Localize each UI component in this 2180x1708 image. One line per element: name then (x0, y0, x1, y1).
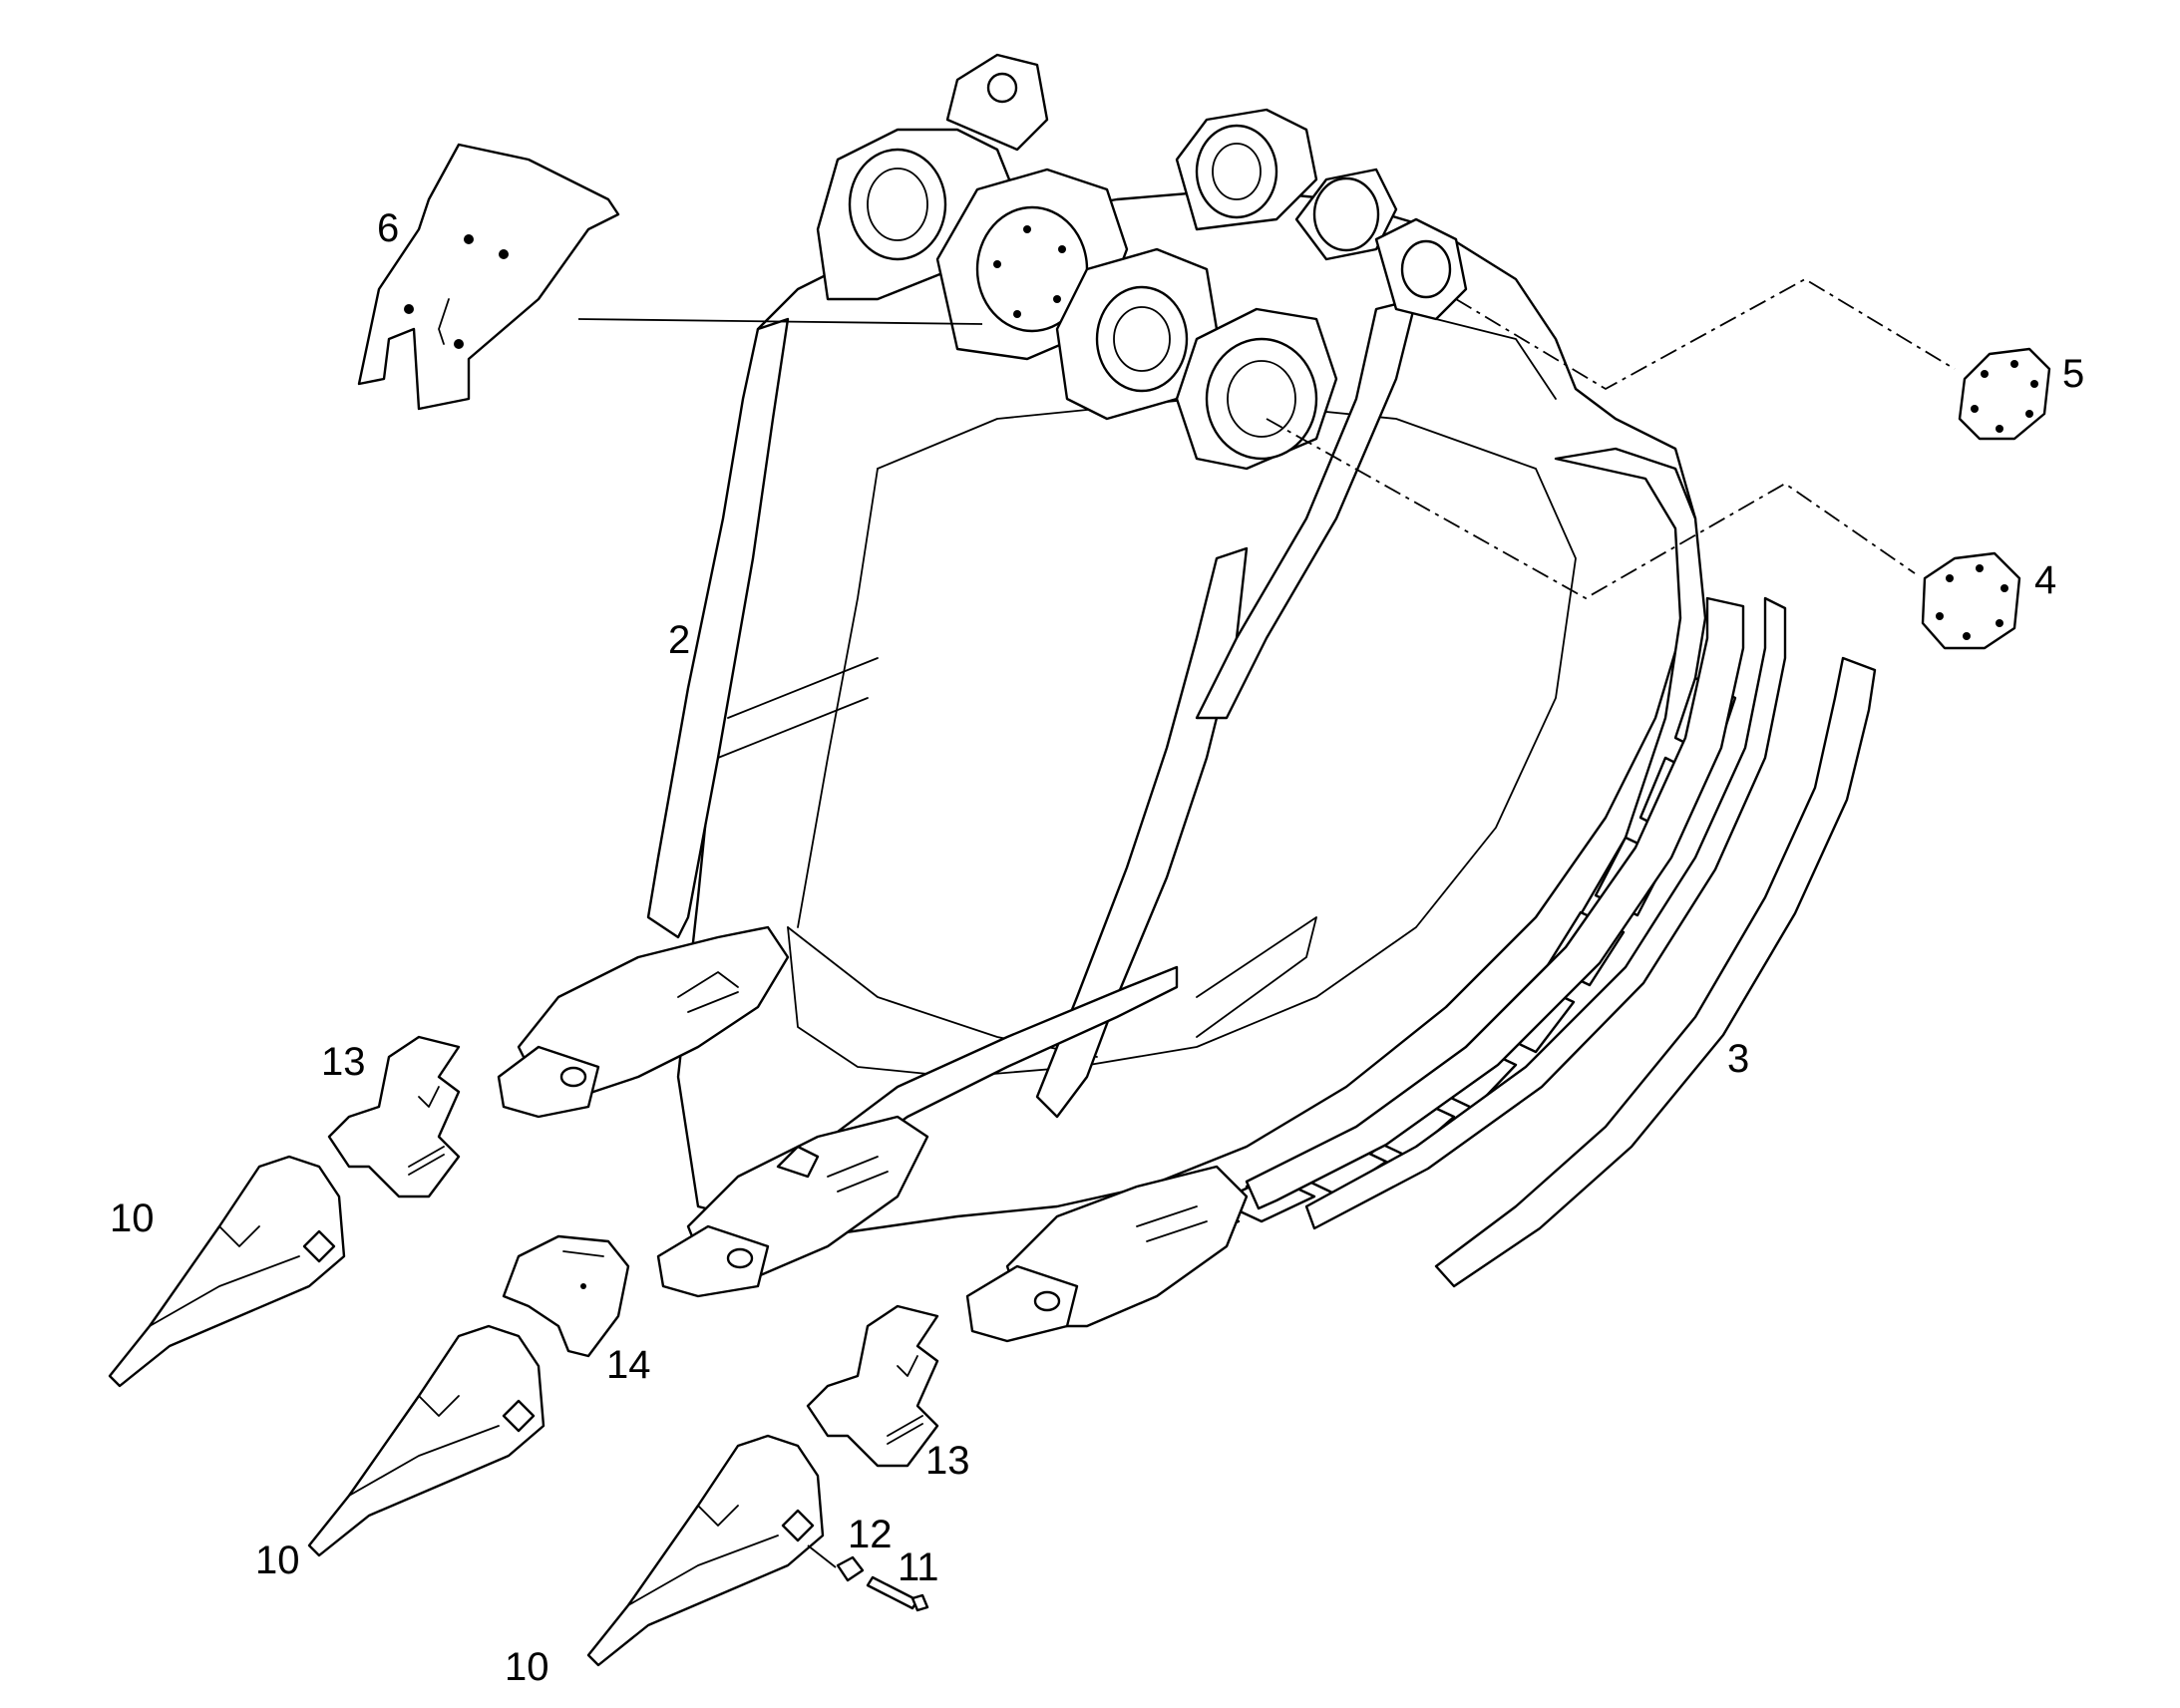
pin-cover-5 (1958, 347, 2051, 441)
part-6-side-plate (357, 143, 620, 411)
bushing-rear-right (1312, 176, 1380, 252)
callout-6: 6 (377, 206, 399, 250)
bushing-front-left (1095, 285, 1189, 393)
side-plate-outline (357, 143, 620, 411)
callout-10c: 10 (505, 1645, 549, 1689)
wear-strip-inner (1304, 596, 1787, 1230)
bucket-cross-brace-left-2 (717, 697, 869, 759)
tooth-adapters (497, 925, 1249, 1343)
callout-2: 2 (668, 618, 690, 662)
adapter-center-nose (656, 1224, 770, 1298)
wear-strip-outer (1434, 656, 1877, 1288)
bucket-assembly (646, 53, 1745, 1243)
bucket-right-side-strap (1195, 297, 1418, 720)
leader-4 (1266, 418, 1916, 600)
part-4-pin-cover (1921, 551, 2021, 650)
part-13-retainer-a (327, 1035, 461, 1198)
bushing-front-right (1205, 337, 1318, 461)
callout-5: 5 (2062, 352, 2084, 396)
cutting-edge-base (1245, 596, 1745, 1210)
callout-labels: 6 5 4 2 3 13 10 14 13 10 12 11 10 (110, 206, 2084, 1689)
callout-10a: 10 (110, 1196, 155, 1240)
leader-6 (577, 318, 983, 325)
callout-13b: 13 (925, 1439, 970, 1483)
ear-top-lug (945, 53, 1049, 152)
bushing-center-right (1195, 124, 1278, 219)
leader-lines (577, 277, 1956, 1568)
adapter-right-nose (965, 1264, 1079, 1343)
callout-12: 12 (848, 1513, 893, 1556)
part-5-pin-cover (1958, 347, 2051, 441)
bushing-left-inner (867, 168, 928, 241)
callout-3: 3 (1727, 1037, 1749, 1081)
leader-5 (1455, 277, 1956, 391)
callout-10b: 10 (255, 1538, 300, 1582)
part-14-side-cutter (502, 1234, 630, 1358)
part-13-retainer-b (806, 1304, 939, 1468)
callout-11: 11 (898, 1545, 939, 1589)
adapter-left-nose (497, 1045, 600, 1119)
ear-far-right-edge (1435, 318, 1557, 400)
callout-13a: 13 (321, 1040, 366, 1084)
bucket-cross-brace-left (727, 657, 879, 719)
part-12-lock-washer (836, 1555, 865, 1582)
callout-14: 14 (606, 1343, 651, 1387)
part-3-wear-strips (1304, 596, 1877, 1288)
part-10-tooth-b (307, 1324, 545, 1557)
callout-4: 4 (2034, 558, 2056, 602)
bushing-left-outer (848, 148, 947, 261)
part-11-retaining-pin (866, 1575, 929, 1612)
lug-hole (986, 72, 1018, 104)
bucket-side-edge (797, 468, 879, 928)
linkage-ears (816, 53, 1557, 471)
part-10-tooth-c (586, 1434, 825, 1667)
leader-12 (807, 1544, 837, 1568)
bucket-cross-brace-right (1196, 916, 1317, 1038)
pin-cover-4 (1921, 551, 2021, 650)
part-10-tooth-a (108, 1155, 346, 1388)
bucket-left-side-strap (646, 317, 790, 939)
